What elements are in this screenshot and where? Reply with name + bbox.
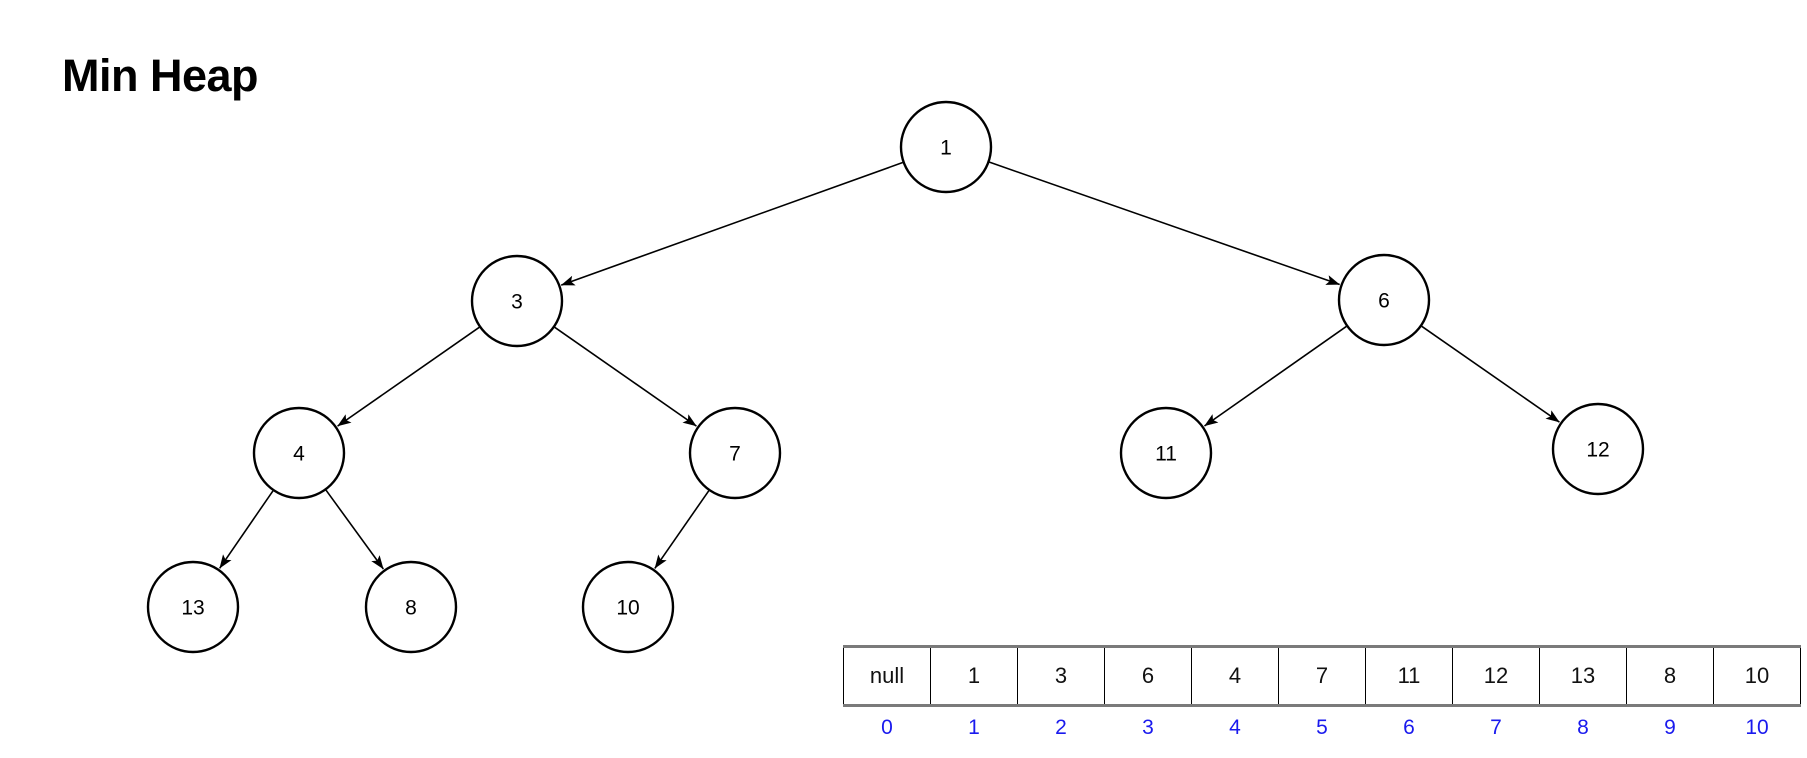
array-index-0: 0: [881, 716, 893, 739]
array-cell-7[interactable]: 12: [1452, 645, 1540, 707]
node-circle-11: [1119, 406, 1213, 500]
array-cell-8[interactable]: 13: [1539, 645, 1627, 707]
tree-node-1[interactable]: 1: [899, 100, 993, 194]
tree-edge-6-to-12: [1421, 325, 1560, 423]
node-circle-3: [470, 254, 564, 348]
node-label-11: 11: [1155, 443, 1177, 466]
node-circle-4: [252, 406, 346, 500]
tree-node-13[interactable]: 13: [146, 560, 240, 654]
array-indices-row: 0 1 2 3 4 5 6 7 8 9 10: [844, 706, 1801, 750]
node-label-13: 13: [181, 597, 204, 620]
tree-edges: [218, 161, 1560, 570]
array-index-10: 10: [1745, 716, 1769, 739]
array-index-6: 6: [1403, 716, 1415, 739]
array-cell-2[interactable]: 3: [1017, 645, 1105, 707]
array-cell-6[interactable]: 11: [1365, 645, 1453, 707]
node-circle-10: [581, 560, 675, 654]
array-cell-3[interactable]: 6: [1104, 645, 1192, 707]
node-label-6: 6: [1378, 290, 1390, 313]
array-cell-1[interactable]: 1: [930, 645, 1018, 707]
array-cell-9[interactable]: 8: [1626, 645, 1714, 707]
array-cell-0[interactable]: null: [843, 645, 931, 707]
array-cell-10[interactable]: 10: [1713, 645, 1801, 707]
array-index-8: 8: [1577, 716, 1589, 739]
tree-node-12[interactable]: 12: [1551, 402, 1645, 496]
tree-edge-4-to-13: [218, 490, 274, 569]
node-circle-1: [899, 100, 993, 194]
array-index-3: 3: [1142, 716, 1154, 739]
array-index-2: 2: [1055, 716, 1067, 739]
array-index-1: 1: [968, 716, 980, 739]
node-circle-8: [364, 560, 458, 654]
node-label-10: 10: [616, 597, 639, 620]
tree-node-10[interactable]: 10: [581, 560, 675, 654]
array-index-9: 9: [1664, 716, 1676, 739]
tree-edge-6-to-11: [1204, 325, 1347, 427]
node-label-1: 1: [940, 137, 952, 160]
tree-edge-3-to-7: [554, 326, 697, 427]
array-cell-5[interactable]: 7: [1278, 645, 1366, 707]
tree-node-7[interactable]: 7: [688, 406, 782, 500]
tree-edge-1-to-6: [989, 161, 1340, 286]
array-index-7: 7: [1490, 716, 1502, 739]
page-title: Min Heap: [62, 50, 259, 101]
node-circle-13: [146, 560, 240, 654]
tree-edge-1-to-3: [560, 161, 903, 286]
tree-node-4[interactable]: 4: [252, 406, 346, 500]
tree-node-3[interactable]: 3: [470, 254, 564, 348]
node-label-3: 3: [511, 291, 523, 314]
node-label-12: 12: [1586, 439, 1609, 462]
node-circle-6: [1337, 253, 1431, 347]
tree-node-8[interactable]: 8: [364, 560, 458, 654]
tree-edge-7-to-10: [654, 490, 710, 569]
array-index-5: 5: [1316, 716, 1328, 739]
tree-edge-3-to-4: [337, 326, 480, 427]
tree-node-6[interactable]: 6: [1337, 253, 1431, 347]
tree-edge-4-to-8: [325, 489, 385, 570]
node-circle-12: [1551, 402, 1645, 496]
array-cell-4[interactable]: 4: [1191, 645, 1279, 707]
array-index-4: 4: [1229, 716, 1241, 739]
node-label-8: 8: [405, 597, 417, 620]
tree-node-11[interactable]: 11: [1119, 406, 1213, 500]
node-label-4: 4: [293, 443, 305, 466]
node-label-7: 7: [729, 443, 741, 466]
node-circle-7: [688, 406, 782, 500]
